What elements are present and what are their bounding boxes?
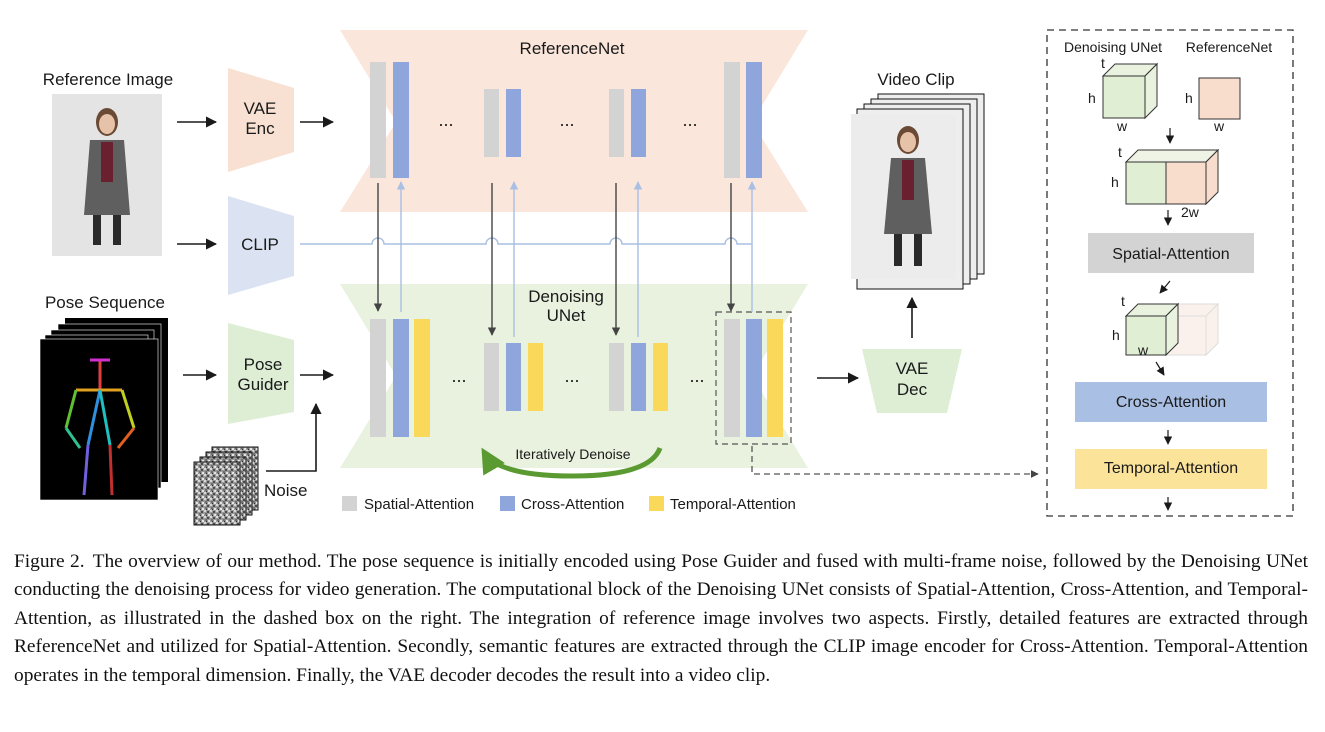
video-clip-label: Video Clip (877, 70, 954, 89)
svg-text:Cross-Attention: Cross-Attention (1116, 394, 1226, 411)
iteratively-denoise-label: Iteratively Denoise (515, 446, 630, 462)
computational-block-highlight (715, 311, 792, 445)
svg-text:Denoising UNet: Denoising UNet (1064, 39, 1162, 55)
denoising-unet-blocks (370, 319, 783, 437)
svg-text:t: t (1101, 55, 1105, 71)
svg-text:...: ... (438, 110, 453, 130)
figure-label: Figure 2. (14, 551, 85, 572)
denoising-unet-shape (340, 284, 808, 468)
svg-text:t: t (1118, 144, 1122, 160)
referencenet-to-unet-arrows (300, 181, 757, 337)
pose-guider: Pose Guider (228, 323, 294, 424)
svg-text:...: ... (564, 366, 579, 386)
vae-encoder: VAE Enc (228, 68, 294, 172)
svg-text:Dec: Dec (897, 380, 928, 399)
svg-text:t: t (1121, 293, 1125, 309)
svg-text:w: w (1116, 118, 1128, 134)
svg-text:...: ... (689, 366, 704, 386)
legend: Spatial-Attention Cross-Attention Tempor… (342, 496, 796, 513)
svg-text:VAE: VAE (896, 359, 929, 378)
svg-text:Cross-Attention: Cross-Attention (521, 496, 624, 513)
svg-text:Temporal-Attention: Temporal-Attention (670, 496, 796, 513)
video-clip-frames (851, 93, 985, 290)
vae-decoder: VAE Dec (862, 349, 962, 413)
svg-text:Spatial-Attention: Spatial-Attention (364, 496, 474, 513)
noise-label: Noise (264, 481, 307, 500)
svg-text:...: ... (559, 110, 574, 130)
svg-text:Enc: Enc (245, 119, 275, 138)
concatenated-feature-cube (1124, 148, 1220, 206)
method-overview-diagram: Reference Image Pose Sequence (39, 29, 1294, 526)
svg-text:Spatial-Attention: Spatial-Attention (1112, 246, 1229, 263)
svg-text:h: h (1111, 174, 1119, 190)
caption-text: The overview of our method. The pose seq… (14, 551, 1308, 686)
clip-encoder: CLIP (228, 196, 294, 295)
detail-spatial-attention (1088, 233, 1254, 273)
figure-caption: Figure 2.The overview of our method. The… (14, 548, 1308, 690)
noise-stack (193, 446, 259, 526)
svg-text:w: w (1213, 118, 1225, 134)
svg-text:...: ... (451, 366, 466, 386)
svg-text:CLIP: CLIP (241, 235, 279, 254)
split-feature-cube (1124, 302, 1220, 357)
referencenet-blocks (370, 62, 762, 178)
referencenet-label: ReferenceNet (520, 39, 625, 58)
svg-text:w: w (1137, 342, 1149, 358)
svg-text:h: h (1088, 90, 1096, 106)
svg-text:ReferenceNet: ReferenceNet (1186, 39, 1272, 55)
iteratively-denoise-arrow (481, 446, 663, 479)
reference-image (52, 94, 162, 256)
svg-text:UNet: UNet (547, 306, 586, 325)
reference-feature-map (1198, 77, 1241, 120)
svg-text:2w: 2w (1181, 204, 1200, 220)
svg-text:h: h (1185, 90, 1193, 106)
svg-text:VAE: VAE (244, 99, 277, 118)
referencenet-shape (340, 30, 808, 212)
detail-temporal-attention (1075, 449, 1267, 489)
reference-image-label: Reference Image (43, 70, 173, 89)
svg-text:Temporal-Attention: Temporal-Attention (1104, 460, 1238, 477)
pose-sequence-label: Pose Sequence (45, 293, 165, 312)
computational-block-detail (1046, 29, 1294, 517)
unet-feature-cube (1101, 62, 1159, 120)
svg-text:...: ... (682, 110, 697, 130)
svg-text:Guider: Guider (237, 375, 288, 394)
detail-cross-attention (1075, 382, 1267, 422)
svg-text:h: h (1112, 327, 1120, 343)
svg-text:Pose: Pose (244, 355, 283, 374)
denoising-unet-label: Denoising (528, 287, 604, 306)
pose-sequence (39, 318, 168, 501)
